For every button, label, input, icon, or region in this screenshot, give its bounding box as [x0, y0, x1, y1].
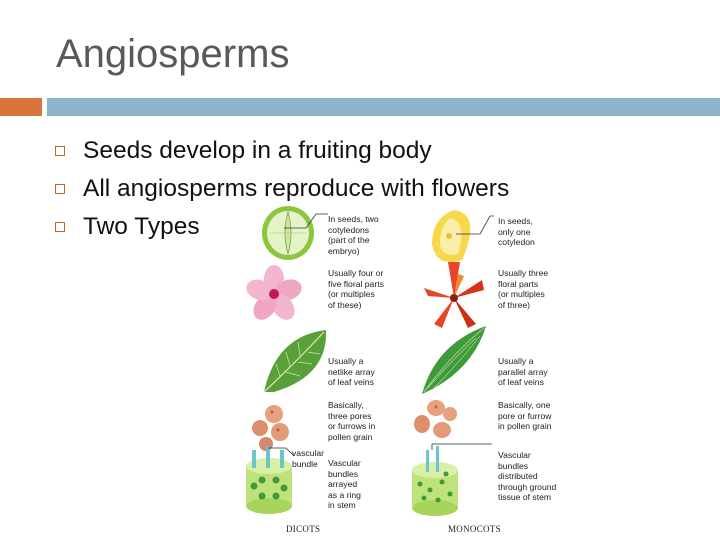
dicot-seed-leader — [284, 213, 328, 229]
dicot-stem-icon — [246, 446, 292, 514]
dicot-pollen-icon — [252, 405, 289, 451]
monocot-leaf-label: Usually a parallel array of leaf veins — [498, 356, 548, 387]
bullet-list: Seeds develop in a fruiting body All ang… — [55, 132, 509, 246]
monocot-seed-label: In seeds, only one cotyledon — [498, 216, 535, 247]
title-rule-bar — [47, 98, 720, 116]
bullet-text: Two Types — [83, 213, 200, 240]
bullet-item: Seeds develop in a fruiting body — [55, 132, 509, 170]
monocot-flower-label: Usually three floral parts (or multiples… — [498, 268, 549, 310]
monocot-stem-icon — [412, 446, 458, 516]
dicot-seed-label: In seeds, two cotyledons (part of the em… — [328, 214, 379, 256]
dicots-caption: DICOTS — [286, 524, 321, 534]
accent-bar — [0, 98, 42, 116]
square-bullet-icon — [55, 184, 65, 194]
monocot-stem-label: Vascular bundles distributed through gro… — [498, 450, 557, 502]
dicot-stem-label: Vascular bundles arrayed as a ring in st… — [328, 458, 361, 510]
dicot-flower-icon — [246, 265, 302, 320]
square-bullet-icon — [55, 146, 65, 156]
slide-title: Angiosperms — [56, 32, 290, 76]
monocot-pollen-label: Basically, one pore or furrow in pollen … — [498, 400, 552, 431]
monocot-pollen-icon — [414, 400, 457, 438]
monocot-vascular-leader — [431, 443, 492, 450]
bullet-text: All angiosperms reproduce with flowers — [83, 175, 510, 202]
dicot-monocot-figure: In seeds, two cotyledons (part of the em… — [236, 204, 556, 538]
bullet-item: All angiosperms reproduce with flowers — [55, 170, 509, 208]
monocot-seed-leader — [456, 215, 494, 235]
figure-illustrations — [246, 206, 494, 516]
vascular-bundle-label: vascular bundle — [292, 448, 324, 469]
dicot-leaf-label: Usually a netlike array of leaf veins — [328, 356, 375, 387]
monocot-leaf-icon — [422, 326, 486, 394]
monocot-flower-icon — [424, 262, 484, 328]
dicot-leaf-icon — [263, 330, 327, 393]
monocots-caption: MONOCOTS — [448, 524, 501, 534]
vascular-bundle-leader — [268, 447, 295, 457]
dicot-seed-icon — [262, 206, 314, 260]
bullet-text: Seeds develop in a fruiting body — [83, 137, 432, 164]
dicot-pollen-label: Basically, three pores or furrows in pol… — [328, 400, 376, 442]
bullet-item: Two Types — [55, 208, 509, 246]
square-bullet-icon — [55, 222, 65, 232]
dicot-flower-label: Usually four or five floral parts (or mu… — [328, 268, 384, 310]
monocot-seed-icon — [432, 210, 471, 262]
